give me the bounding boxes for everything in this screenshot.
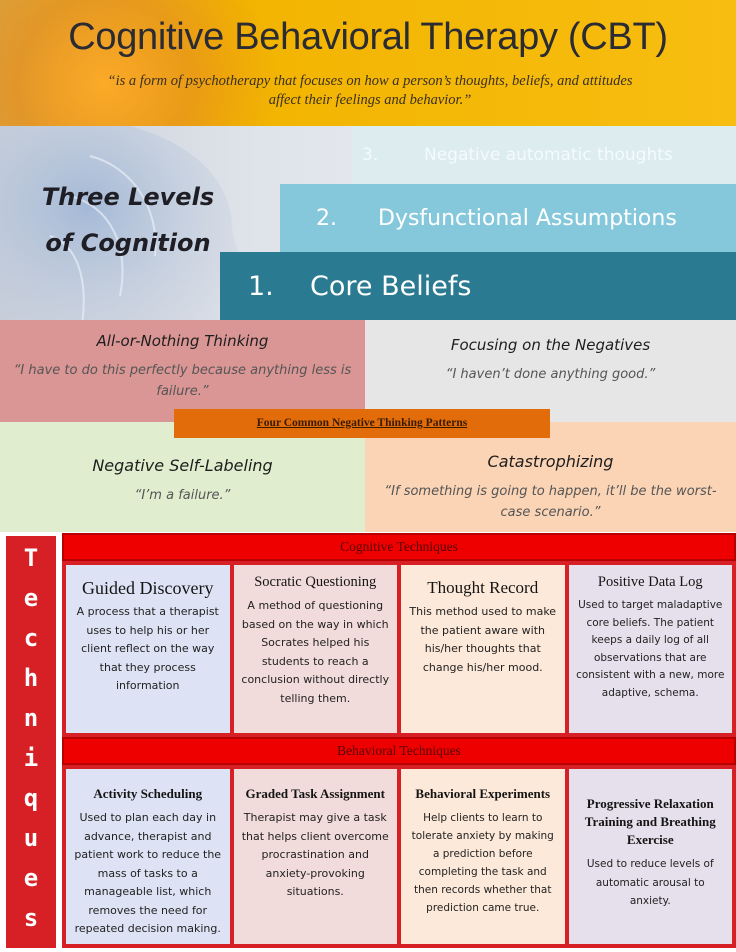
level-label: Negative automatic thoughts [424,145,673,165]
levels-section: Three Levels of Cognition 3. Negative au… [0,126,736,320]
level-3-bar: 3. Negative automatic thoughts [352,126,736,184]
technique-card-graded-task-assignment: Graded Task Assignment Therapist may giv… [233,769,397,944]
pattern-title: Focusing on the Negatives [450,336,651,354]
techniques-sidebar: T e c h n i q u e s [6,536,56,948]
sidebar-letter: c [23,624,39,652]
level-number: 2. [316,205,337,231]
technique-description: Therapist may give a task that helps cli… [241,811,389,898]
sidebar-letter: q [23,784,39,812]
pattern-title: Negative Self-Labeling [92,456,273,475]
technique-card-behavioral-experiments: Behavioral Experiments Help clients to l… [401,769,565,944]
technique-description: Used to reduce levels of automatic arous… [586,858,714,907]
pattern-title: All-or-Nothing Thinking [96,332,269,350]
sidebar-letter: h [23,664,39,692]
technique-card-socratic-questioning: Socratic Questioning A method of questio… [233,565,397,733]
sidebar-letter: T [23,544,39,572]
level-number: 3. [362,145,379,165]
technique-card-guided-discovery: Guided Discovery A process that a therap… [66,565,230,733]
pattern-focusing-negatives: Focusing on the Negatives “I haven’t don… [365,320,736,422]
sidebar-letter: i [23,744,39,772]
technique-description: Help clients to learn to tolerate anxiet… [411,812,554,914]
technique-title: Positive Data Log [597,574,703,590]
level-1-bar: 1. Core Beliefs [220,252,736,320]
technique-description: A process that a therapist uses to help … [76,605,219,692]
technique-card-positive-data-log: Positive Data Log Used to target maladap… [568,565,732,733]
sidebar-letter: u [23,824,39,852]
level-label: Dysfunctional Assumptions [378,205,677,231]
cognitive-techniques-banner: Cognitive Techniques [62,533,736,561]
levels-heading: Three Levels of Cognition [41,183,215,257]
technique-card-progressive-relaxation: Progressive Relaxation Training and Brea… [568,769,732,944]
sidebar-letter: e [23,584,39,612]
technique-description: Used to target maladaptive core beliefs.… [576,599,725,699]
head-silhouette-icon [0,126,264,320]
technique-title: Guided Discovery [82,578,214,598]
behavioral-techniques-banner: Behavioral Techniques [62,737,736,765]
technique-title: Graded Task Assignment [245,786,385,801]
technique-title: Progressive Relaxation Training and Brea… [584,796,716,847]
level-2-bar: 2. Dysfunctional Assumptions [280,184,736,252]
technique-description: Used to plan each day in advance, therap… [74,811,222,935]
pattern-quote: “I’m a failure.” [134,488,231,503]
page-title: Cognitive Behavioral Therapy (CBT) [68,16,668,58]
technique-description: A method of questioning based on the way… [241,599,390,705]
pattern-quote: “I have to do this perfectly because any… [13,363,352,399]
page-subtitle: “is a form of psychotherapy that focuses… [107,73,633,108]
level-label: Core Beliefs [310,270,472,302]
sidebar-letter: e [23,864,39,892]
pattern-quote: “I haven’t done anything good.” [445,367,656,382]
header-banner: Cognitive Behavioral Therapy (CBT) “is a… [0,0,736,126]
pattern-quote: “If something is going to happen, it’ll … [384,484,717,520]
technique-title: Activity Scheduling [93,786,203,801]
patterns-banner: Four Common Negative Thinking Patterns [174,409,550,438]
technique-title: Thought Record [427,578,539,597]
technique-title: Behavioral Experiments [415,786,551,801]
technique-card-thought-record: Thought Record This method used to make … [401,565,565,733]
technique-description: This method used to make the patient awa… [409,605,557,674]
sidebar-letter: n [23,704,39,732]
pattern-all-or-nothing: All-or-Nothing Thinking “I have to do th… [0,320,365,422]
cognitive-techniques-row: Guided Discovery A process that a therap… [62,561,736,737]
pattern-catastrophizing: Catastrophizing “If something is going t… [365,422,736,532]
level-number: 1. [248,270,274,302]
technique-title: Socratic Questioning [254,574,377,590]
technique-card-activity-scheduling: Activity Scheduling Used to plan each da… [66,769,230,944]
pattern-self-labeling: Negative Self-Labeling “I’m a failure.” [0,422,365,532]
pattern-title: Catastrophizing [487,452,614,471]
behavioral-techniques-row: Activity Scheduling Used to plan each da… [62,765,736,948]
sidebar-letter: s [23,904,39,932]
header-glow-decoration [0,0,280,126]
